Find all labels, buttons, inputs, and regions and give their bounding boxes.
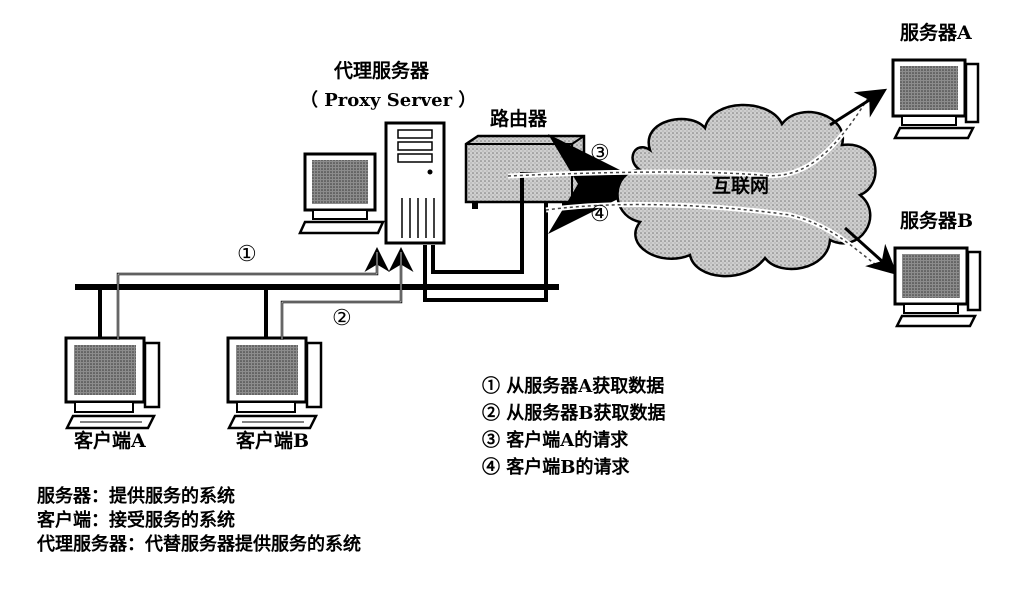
client-b-label: 客户端B — [236, 430, 310, 452]
router-label: 路由器 — [490, 108, 548, 130]
legend-item-4: ④ 客户端B的请求 — [482, 457, 630, 478]
legend-item-1: ① 从服务器A获取数据 — [482, 376, 665, 397]
internet-label: 互联网 — [712, 175, 770, 197]
marker-3: ③ — [590, 141, 610, 166]
definition-server: 服务器：提供服务的系统 — [37, 486, 235, 507]
server-a-label: 服务器A — [900, 22, 972, 44]
proxy-server-label: 代理服务器 — [334, 60, 430, 82]
client-b-computer — [226, 290, 323, 430]
legend-item-2: ② 从服务器B获取数据 — [482, 403, 666, 424]
server-b-label: 服务器B — [900, 210, 974, 232]
definition-client: 客户端：接受服务的系统 — [37, 510, 235, 531]
definition-proxy: 代理服务器：代替服务器提供服务的系统 — [37, 534, 361, 555]
proxy-monitor — [298, 152, 385, 235]
proxy-tower — [384, 121, 446, 245]
client-a-label: 客户端A — [74, 430, 146, 452]
internet-cloud — [616, 103, 877, 278]
marker-2: ② — [332, 306, 352, 331]
client-a-computer — [64, 290, 161, 430]
lan-backbone — [75, 284, 559, 290]
server-a-computer — [891, 58, 980, 140]
marker-1: ① — [237, 242, 257, 267]
marker-4: ④ — [590, 202, 610, 227]
legend-item-3: ③ 客户端A的请求 — [482, 430, 629, 451]
server-b-computer — [893, 246, 982, 328]
proxy-server-english-label: （ Proxy Server ） — [300, 90, 477, 111]
